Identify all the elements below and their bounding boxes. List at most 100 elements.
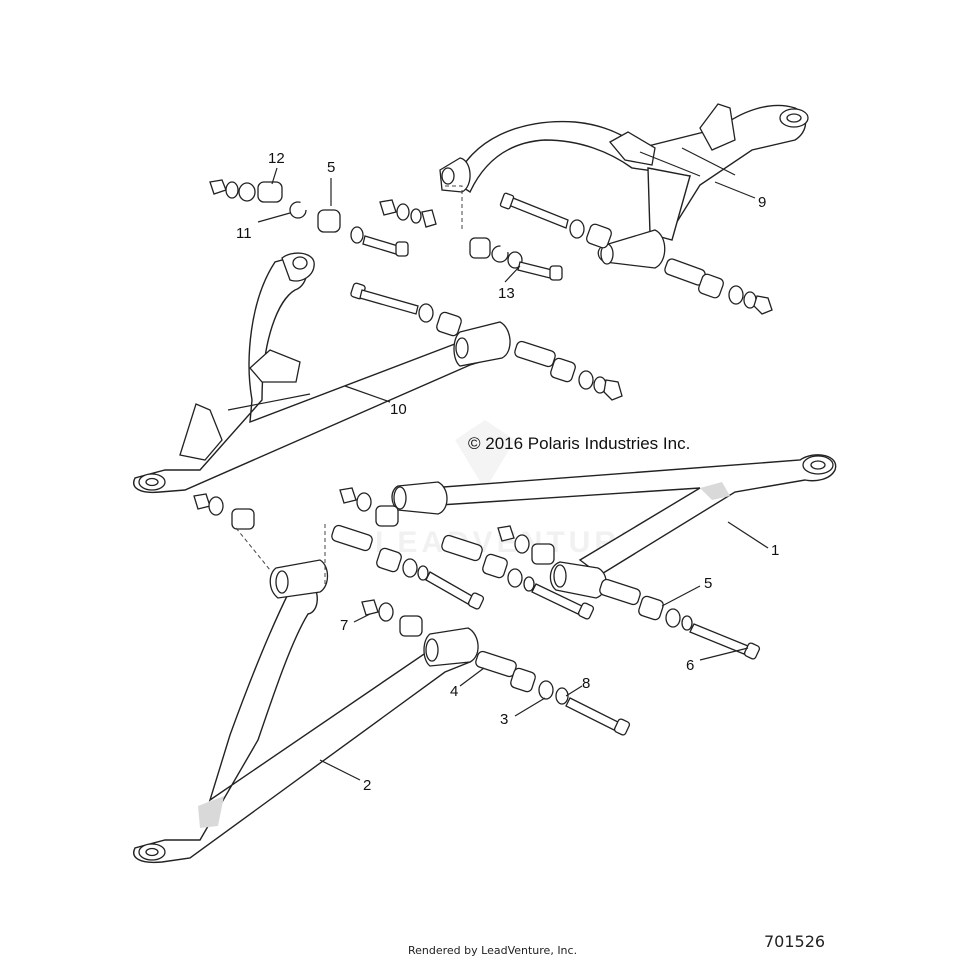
dash-guide — [445, 185, 463, 230]
bushing — [376, 547, 402, 573]
callout-5-lower: 5 — [704, 575, 712, 592]
bolt-shank — [425, 571, 473, 605]
a-arm-lower-rear-1 — [391, 454, 837, 599]
washer — [238, 182, 256, 202]
callout-13: 13 — [498, 285, 515, 302]
bushing — [375, 505, 399, 527]
hardware-stack-9-left — [379, 199, 437, 228]
pivot-eye-1 — [391, 481, 448, 515]
washer — [208, 496, 224, 516]
leader-lines — [257, 167, 769, 781]
washer-8 — [555, 687, 569, 705]
nut — [379, 199, 397, 216]
washer — [356, 492, 372, 512]
bushing-3 — [510, 667, 536, 693]
bolt-shank — [517, 261, 553, 279]
bolt-shank — [359, 289, 419, 315]
sleeve — [331, 524, 373, 552]
nut — [603, 379, 623, 401]
nut — [497, 525, 515, 542]
washer — [417, 565, 429, 581]
diagram-id: 701526 — [764, 932, 826, 951]
bolt-head — [549, 265, 563, 281]
washer — [681, 615, 693, 631]
ball-joint-eye-inner — [786, 113, 802, 123]
washer — [514, 534, 530, 554]
callout-4: 4 — [450, 683, 458, 700]
bolt-shank — [565, 697, 619, 731]
hardware-stack-10-lower — [193, 493, 255, 530]
shock-mount-bracket — [179, 403, 223, 461]
bolt-shank — [362, 235, 399, 255]
bolt-assembly-5-upper — [350, 226, 409, 257]
callout-3: 3 — [500, 711, 508, 728]
callout-8: 8 — [582, 675, 590, 692]
nut — [753, 295, 773, 315]
bushing — [421, 209, 437, 228]
nut — [209, 179, 227, 195]
washer — [507, 568, 523, 588]
callout-5-upper: 5 — [327, 159, 335, 176]
ball-joint-eye-inner — [145, 477, 159, 487]
callout-9: 9 — [758, 194, 766, 211]
bolt-head — [613, 718, 631, 736]
callout-12: 12 — [268, 150, 285, 167]
copyright-notice: © 2016 Polaris Industries Inc. — [468, 434, 690, 453]
hardware-center — [331, 524, 595, 620]
washer — [225, 181, 239, 199]
bolt-head — [467, 592, 485, 610]
dash-guide — [235, 527, 271, 571]
callout-7: 7 — [340, 617, 348, 634]
hardware-13 — [469, 237, 563, 281]
bushing — [469, 237, 491, 259]
callout-6: 6 — [686, 657, 694, 674]
sleeve-4 — [475, 650, 517, 678]
bushing — [231, 508, 255, 530]
bolt-head — [577, 602, 595, 620]
washer — [396, 203, 410, 221]
washer — [665, 608, 681, 628]
bolt-head — [395, 241, 409, 257]
sleeve — [441, 534, 483, 562]
washer — [350, 226, 364, 244]
callout-2: 2 — [363, 777, 371, 794]
cross-brace-bracket — [608, 131, 656, 166]
nut — [193, 493, 211, 510]
bolt-head — [499, 192, 515, 210]
bushing — [550, 357, 576, 383]
cross-brace-bracket — [249, 349, 301, 383]
hardware-stack-1-upper — [339, 487, 399, 527]
bushing — [399, 615, 423, 637]
washer — [569, 219, 585, 239]
circlip-11 — [289, 201, 307, 219]
washer — [507, 251, 523, 269]
bushing — [586, 223, 612, 249]
washer-3 — [538, 680, 554, 700]
circlip — [491, 245, 509, 263]
bushing — [482, 553, 508, 579]
bushing — [698, 273, 724, 299]
ball-joint-eye-inner — [810, 460, 826, 470]
bolt-6-shank — [689, 623, 749, 655]
a-arm-upper-rear-9 — [439, 103, 809, 269]
bushing-5-upper — [317, 209, 341, 233]
callout-labels: 12 5 11 9 13 10 1 5 7 6 8 4 3 2 — [236, 150, 779, 794]
bolt-shank — [505, 195, 569, 229]
hardware-row-2 — [361, 599, 631, 736]
bushing — [531, 543, 555, 565]
callout-1: 1 — [771, 542, 779, 559]
pivot-tube-9 — [597, 229, 666, 269]
pivot-tube-10 — [453, 321, 511, 367]
ball-joint-eye-inner — [145, 847, 159, 857]
hardware-row-9 — [499, 192, 773, 315]
callout-10: 10 — [390, 401, 407, 418]
washer — [523, 576, 535, 592]
callout-11: 11 — [236, 225, 252, 242]
washer — [578, 370, 594, 390]
bushing — [436, 311, 462, 337]
bushing-5-lower — [638, 595, 664, 621]
bushing-12 — [257, 181, 283, 203]
sleeve — [599, 578, 641, 606]
washer — [418, 303, 434, 323]
